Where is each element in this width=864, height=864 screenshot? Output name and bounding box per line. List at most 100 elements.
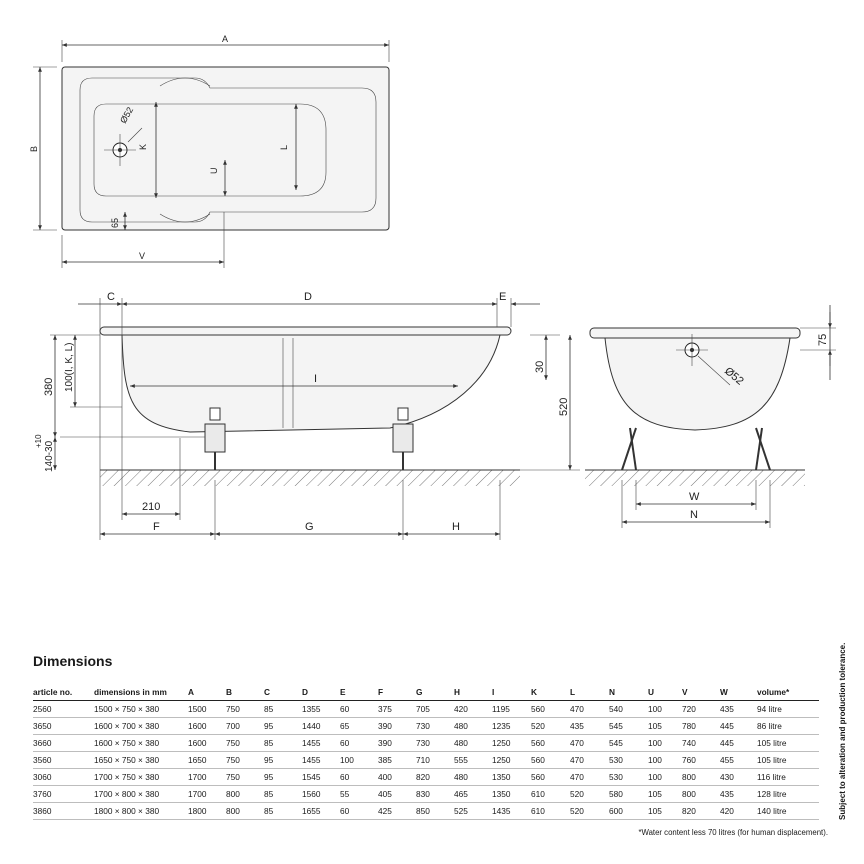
table-cell: 3560 xyxy=(33,751,94,769)
table-cell: 445 xyxy=(720,717,757,735)
table-cell: 610 xyxy=(531,802,570,820)
table-cell: 720 xyxy=(682,700,720,718)
table-cell: 1355 xyxy=(302,700,340,718)
table-cell: 470 xyxy=(570,734,609,752)
table-cell: 850 xyxy=(416,802,454,820)
technical-drawing: Ø52 K L U 65 A B V xyxy=(29,34,836,540)
label-E: E xyxy=(499,291,506,303)
table-cell: 1250 xyxy=(492,734,531,752)
table-cell: 1700 xyxy=(188,785,226,803)
table-cell: 600 xyxy=(609,802,648,820)
table-cell: 100 xyxy=(648,700,682,718)
table-cell: 86 litre xyxy=(757,717,819,735)
label-U: U xyxy=(209,168,219,175)
volume-footnote: *Water content less 70 litres (for human… xyxy=(638,828,828,837)
label-C: C xyxy=(107,291,115,303)
column-header: N xyxy=(609,685,648,701)
table-cell: 128 litre xyxy=(757,785,819,803)
table-cell: 1455 xyxy=(302,751,340,769)
table-cell: 1800 xyxy=(188,802,226,820)
table-cell: 100 xyxy=(648,751,682,769)
table-cell: 3060 xyxy=(33,768,94,786)
table-cell: 2560 xyxy=(33,700,94,718)
table-cell: 94 litre xyxy=(757,700,819,718)
column-header: volume* xyxy=(757,685,819,701)
table-cell: 800 xyxy=(226,785,264,803)
label-plus10: +10 xyxy=(34,434,43,448)
table-cell: 480 xyxy=(454,768,492,786)
table-cell: 105 xyxy=(648,802,682,820)
table-cell: 580 xyxy=(609,785,648,803)
column-header: C xyxy=(264,685,302,701)
table-cell: 85 xyxy=(264,734,302,752)
column-header: dimensions in mm xyxy=(94,685,188,701)
table-cell: 60 xyxy=(340,700,378,718)
label-A: A xyxy=(222,34,228,44)
table-cell: 405 xyxy=(378,785,416,803)
table-cell: 105 xyxy=(648,785,682,803)
table-cell: 375 xyxy=(378,700,416,718)
table-cell: 390 xyxy=(378,734,416,752)
table-cell: 445 xyxy=(720,734,757,752)
table-cell: 420 xyxy=(454,700,492,718)
label-F: F xyxy=(153,521,160,533)
table-cell: 55 xyxy=(340,785,378,803)
table-cell: 85 xyxy=(264,700,302,718)
dimensions-heading: Dimensions xyxy=(33,653,113,669)
table-cell: 1440 xyxy=(302,717,340,735)
end-view: Ø52 75 W N xyxy=(585,305,836,528)
table-cell: 1350 xyxy=(492,768,531,786)
column-header: B xyxy=(226,685,264,701)
label-380: 380 xyxy=(43,378,55,396)
table-cell: 1195 xyxy=(492,700,531,718)
table-cell: 1600 × 700 × 380 xyxy=(94,717,188,735)
table-cell: 540 xyxy=(609,700,648,718)
label-65: 65 xyxy=(110,218,120,228)
table-cell: 820 xyxy=(682,802,720,820)
table-cell: 400 xyxy=(378,768,416,786)
label-D: D xyxy=(304,291,312,303)
table-cell: 750 xyxy=(226,768,264,786)
top-view: Ø52 K L U 65 A B V xyxy=(29,34,390,268)
table-cell: 710 xyxy=(416,751,454,769)
table-cell: 705 xyxy=(416,700,454,718)
table-cell: 1350 xyxy=(492,785,531,803)
table-cell: 425 xyxy=(378,802,416,820)
table-cell: 530 xyxy=(609,768,648,786)
table-cell: 1650 × 750 × 380 xyxy=(94,751,188,769)
table-cell: 525 xyxy=(454,802,492,820)
table-cell: 740 xyxy=(682,734,720,752)
table-cell: 1650 xyxy=(188,751,226,769)
table-cell: 470 xyxy=(570,768,609,786)
table-cell: 480 xyxy=(454,717,492,735)
table-cell: 750 xyxy=(226,751,264,769)
table-cell: 3760 xyxy=(33,785,94,803)
column-header: A xyxy=(188,685,226,701)
column-header: L xyxy=(570,685,609,701)
table-cell: 95 xyxy=(264,768,302,786)
table-cell: 1545 xyxy=(302,768,340,786)
table-cell: 530 xyxy=(609,751,648,769)
table-cell: 105 litre xyxy=(757,751,819,769)
label-B: B xyxy=(29,146,39,152)
table-cell: 60 xyxy=(340,768,378,786)
label-I: I xyxy=(314,373,317,385)
label-210: 210 xyxy=(142,501,160,513)
table-cell: 1560 xyxy=(302,785,340,803)
table-cell: 455 xyxy=(720,751,757,769)
table-cell: 85 xyxy=(264,785,302,803)
table-cell: 555 xyxy=(454,751,492,769)
column-header: I xyxy=(492,685,531,701)
column-header: V xyxy=(682,685,720,701)
table-cell: 520 xyxy=(570,785,609,803)
table-cell: 116 litre xyxy=(757,768,819,786)
label-W: W xyxy=(689,491,700,503)
table-cell: 1235 xyxy=(492,717,531,735)
table-cell: 1800 × 800 × 380 xyxy=(94,802,188,820)
table-cell: 560 xyxy=(531,751,570,769)
table-cell: 560 xyxy=(531,700,570,718)
